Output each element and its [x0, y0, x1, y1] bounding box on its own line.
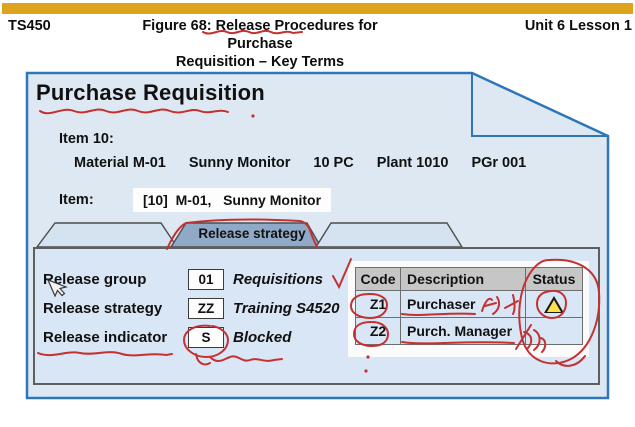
col-header-code: Code [356, 268, 400, 290]
table-row-z2-status[interactable] [526, 318, 582, 344]
item-value-field[interactable]: [10] M-01, Sunny Monitor [133, 188, 331, 212]
slide-title-line1: Figure 68: Release Procedures for Purcha… [142, 18, 378, 52]
material-field: Material M-01 [74, 155, 166, 171]
release-indicator-field[interactable]: S [188, 326, 224, 348]
col-header-description: Description [401, 268, 525, 290]
folded-corner [471, 73, 608, 137]
release-strategy-label: Release strategy [43, 299, 163, 317]
warning-triangle-icon [544, 295, 564, 313]
release-strategy-desc: Training S4520 [233, 299, 340, 317]
release-indicator-desc: Blocked [233, 328, 292, 346]
purchasing-group-field: PGr 001 [471, 155, 527, 171]
accent-bar [2, 3, 633, 14]
release-strategy-row: Release strategy ZZ Training S4520 [43, 297, 339, 319]
release-group-field[interactable]: 01 [188, 268, 224, 290]
table-row-z1-description[interactable]: Purchaser [401, 291, 525, 317]
table-row-z2-code[interactable]: Z2 [356, 318, 400, 344]
release-code-table: Code Description Status Z1 Purchaser Z2 … [355, 267, 583, 345]
tab-right[interactable] [314, 222, 464, 248]
unit-lesson-label: Unit 6 Lesson 1 [524, 18, 632, 34]
release-indicator-label: Release indicator [43, 328, 168, 346]
release-indicator-row: Release indicator S Blocked [43, 326, 291, 348]
slide-title: Figure 68: Release Procedures for Purcha… [110, 17, 410, 71]
material-description: Sunny Monitor [188, 155, 291, 171]
release-group-label: Release group [43, 270, 147, 288]
release-group-desc: Requisitions [233, 270, 324, 288]
item10-label: Item 10: [59, 131, 114, 147]
col-header-status: Status [526, 268, 582, 290]
tab-left[interactable] [35, 222, 179, 248]
table-row-z1-status[interactable] [526, 291, 582, 317]
release-group-row: Release group 01 Requisitions [43, 268, 323, 290]
table-row-z1-code[interactable]: Z1 [356, 291, 400, 317]
table-row-z2-description[interactable]: Purch. Manager [401, 318, 525, 344]
quantity-field: 10 PC [313, 155, 354, 171]
course-code: TS450 [8, 18, 51, 34]
slide-title-line2: Requisition – Key Terms [175, 54, 345, 70]
item10-fields: Material M-01 Sunny Monitor 10 PC Plant … [74, 155, 526, 171]
plant-field: Plant 1010 [376, 155, 449, 171]
tab-release-strategy-label[interactable]: Release strategy [198, 226, 306, 241]
item-row-label: Item: [59, 192, 94, 208]
document-title: Purchase Requisition [36, 80, 265, 105]
release-strategy-field[interactable]: ZZ [188, 297, 224, 319]
